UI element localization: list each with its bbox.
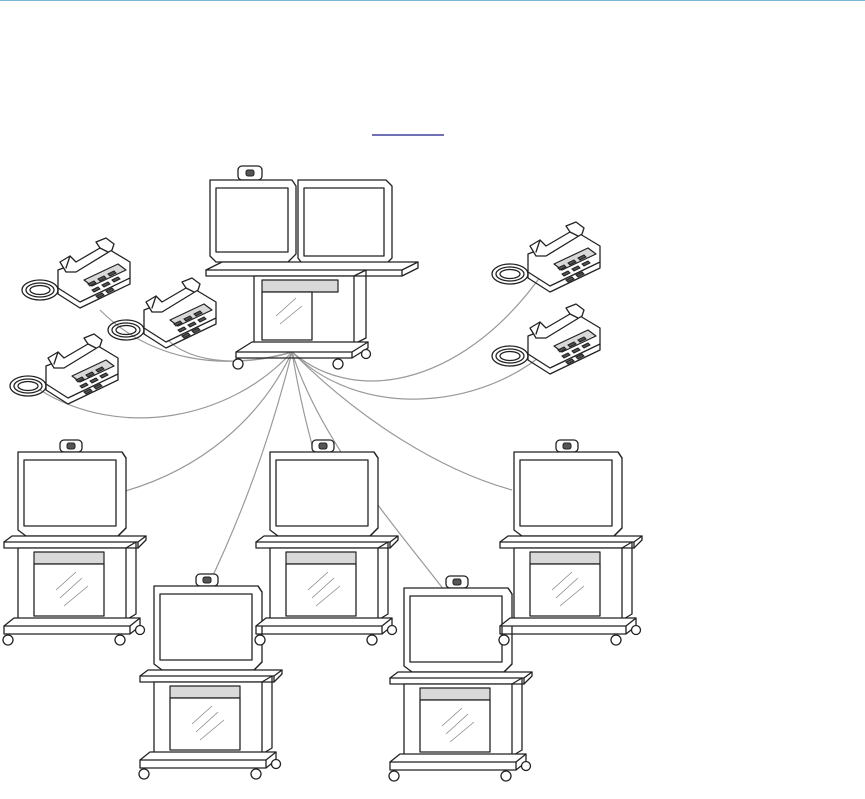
- cable-cart-bottom-center: [292, 352, 314, 452]
- desk-phone-icon: [22, 238, 130, 308]
- desk-phone-icon: [10, 334, 118, 404]
- videoconference-cart-icon: [499, 440, 642, 645]
- desk-phone-icon: [108, 278, 216, 348]
- desk-phone-icon: [492, 222, 600, 292]
- videoconference-dual-monitor-icon: [206, 166, 418, 369]
- cable-cart-bottom-left: [122, 352, 292, 492]
- videoconference-cart-icon: [255, 440, 398, 645]
- videoconference-cart-icon: [139, 574, 282, 779]
- videoconference-cart-icon: [389, 576, 532, 781]
- videoconference-cart-icon: [3, 440, 146, 645]
